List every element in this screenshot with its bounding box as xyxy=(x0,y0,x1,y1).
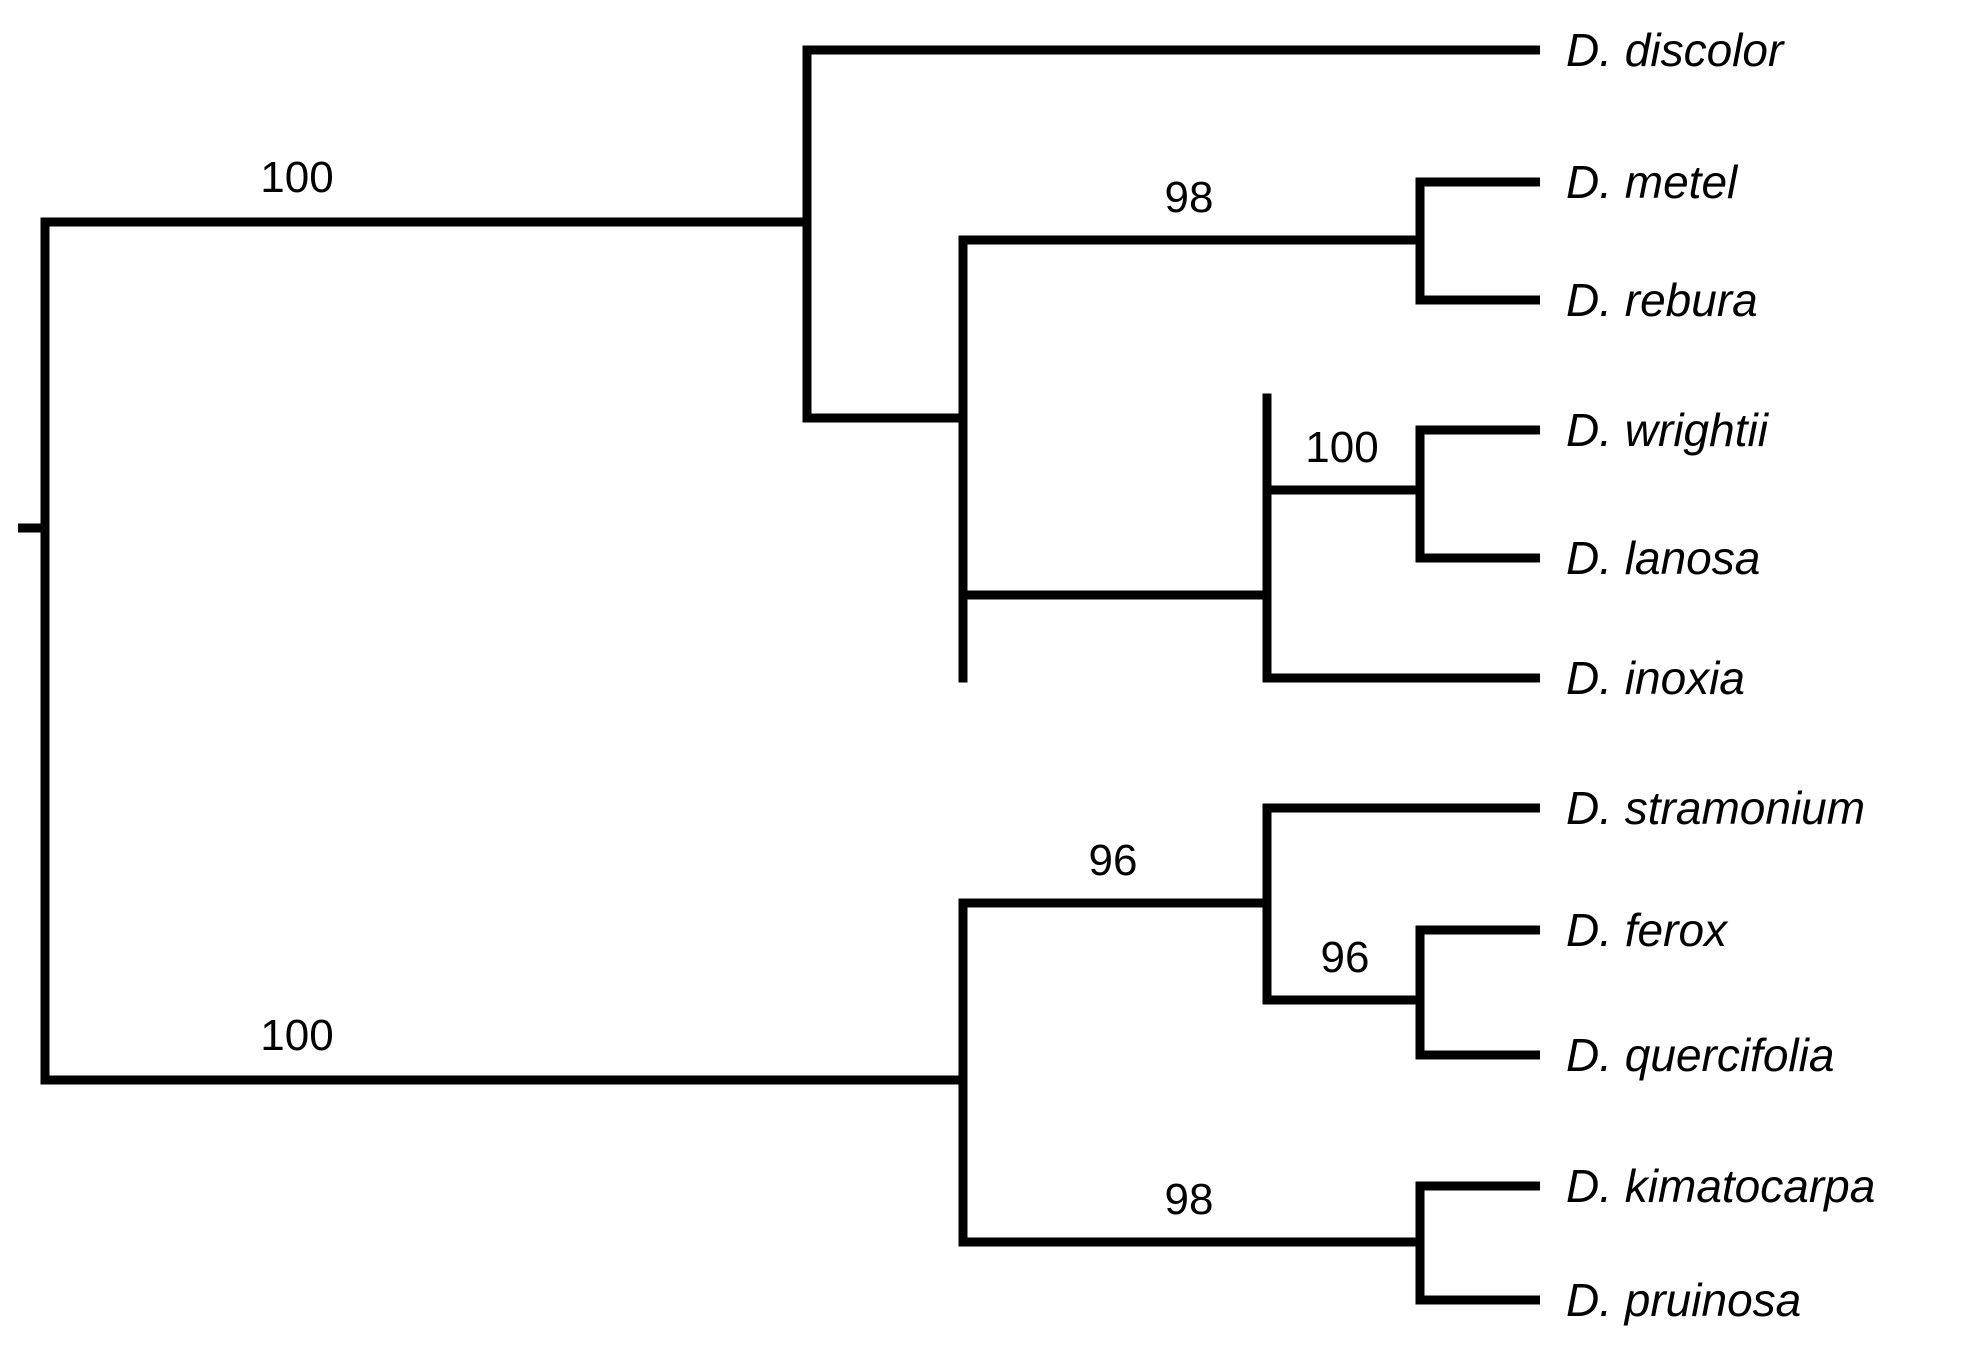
bootstrap-support-kimato: 98 xyxy=(1164,1175,1214,1224)
branch-lines xyxy=(18,45,1540,1305)
bootstrap-support-metel: 98 xyxy=(1164,173,1214,222)
tip-label-lanosa: D. lanosa xyxy=(1566,532,1761,584)
tip-label-metel: D. metel xyxy=(1566,156,1738,208)
bootstrap-support-upper-root: 100 xyxy=(260,153,334,202)
tip-label-kimatocarpa: D. kimatocarpa xyxy=(1566,1160,1876,1212)
tip-label-wrightii: D. wrightii xyxy=(1566,404,1768,456)
bootstrap-support-wrightii: 100 xyxy=(1305,423,1379,472)
tip-label-stramonium: D. stramonium xyxy=(1566,782,1866,834)
bootstrap-support-stramonium: 96 xyxy=(1088,836,1138,885)
tip-label-pruinosa: D. pruinosa xyxy=(1566,1274,1802,1326)
tip-label-inoxia: D. inoxia xyxy=(1566,652,1745,704)
tip-label-rebura: D. rebura xyxy=(1566,274,1758,326)
bootstrap-support-ferox: 96 xyxy=(1320,933,1370,982)
tip-label-quercifolia: D. quercifolia xyxy=(1566,1029,1835,1081)
bootstrap-support-lower-root: 100 xyxy=(260,1011,334,1060)
tip-label-discolor: D. discolor xyxy=(1566,24,1784,76)
tip-label-ferox: D. ferox xyxy=(1566,904,1728,956)
